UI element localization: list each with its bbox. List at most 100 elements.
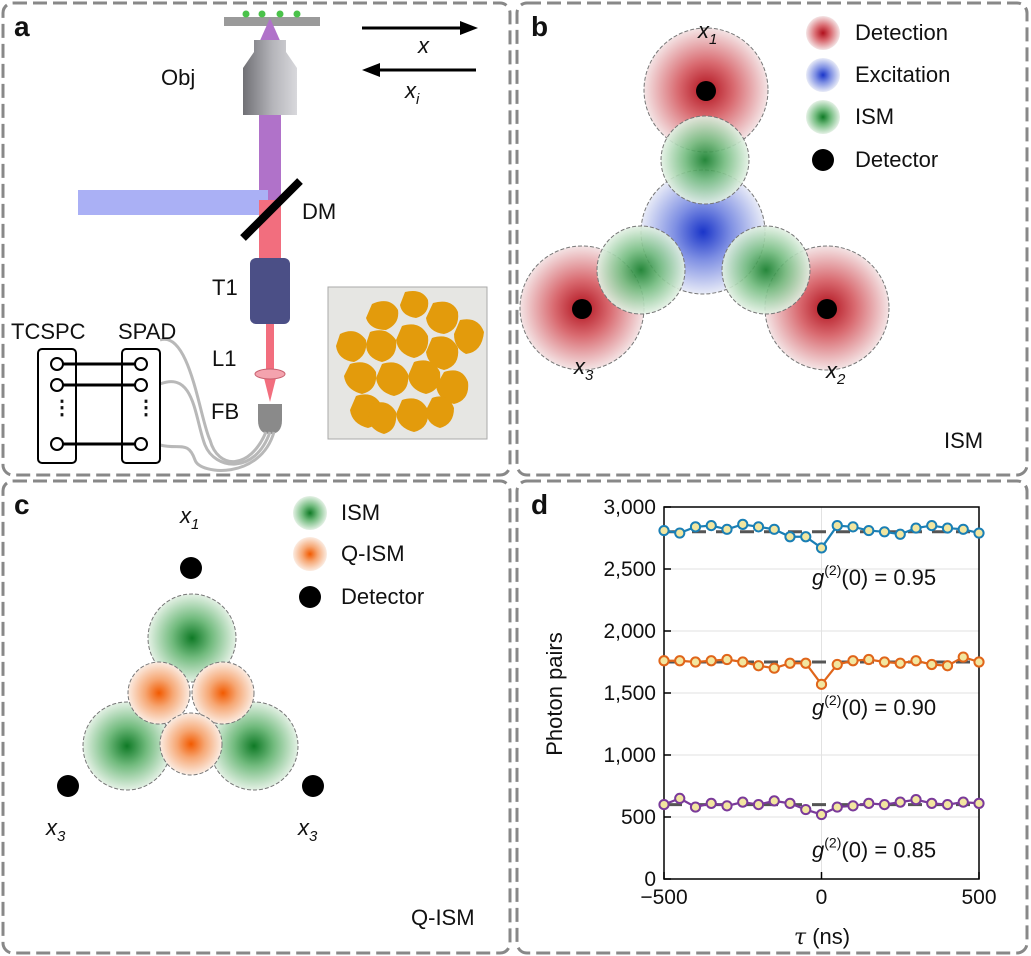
panel-b-letter: b <box>531 11 548 42</box>
objective-beam <box>259 110 281 200</box>
data-point <box>815 808 828 821</box>
x-arrow-label: x <box>417 33 430 58</box>
detector-label-x1: x1 <box>697 18 717 48</box>
data-point <box>658 524 670 537</box>
data-point <box>863 524 875 537</box>
data-point <box>831 658 843 671</box>
data-point <box>910 655 922 667</box>
data-point <box>815 542 828 554</box>
sample-dot <box>258 10 266 18</box>
y-tick-label: 500 <box>621 806 656 829</box>
q-ism-psf <box>191 661 255 725</box>
particle-cluster <box>336 291 484 434</box>
xi-arrow-label: xi <box>404 78 420 108</box>
data-point <box>910 522 922 534</box>
tcspc-channel <box>50 378 64 392</box>
panel-b-frame <box>515 1 1029 477</box>
ellipsis-dots: ⋮ <box>52 397 72 419</box>
data-point <box>705 520 717 532</box>
data-point <box>674 655 686 667</box>
legend-label-ism: ISM <box>855 104 894 129</box>
corner-label-ism: ISM <box>944 428 983 453</box>
dichroic-mirror <box>240 178 303 241</box>
y-tick-label: 1,000 <box>603 744 656 767</box>
data-point <box>674 792 686 805</box>
panel-c-frame <box>1 479 512 955</box>
data-point <box>894 528 906 540</box>
data-point <box>926 658 938 671</box>
l1-label: L1 <box>212 346 236 371</box>
data-point <box>957 523 969 535</box>
lens-l1 <box>254 368 286 380</box>
data-point <box>957 796 969 808</box>
detector-dot <box>302 775 324 797</box>
data-point <box>815 678 828 690</box>
ism-psf <box>147 593 237 683</box>
corner-label-q-ism: Q-ISM <box>411 905 475 930</box>
spad-channel <box>134 437 148 451</box>
data-point <box>941 660 954 672</box>
data-point <box>831 520 843 532</box>
y-axis-label: Photon pairs <box>542 632 567 756</box>
x-tick-label: 0 <box>816 886 828 909</box>
data-point <box>689 801 702 813</box>
data-point <box>752 660 765 672</box>
legend-swatch-detection <box>806 16 840 50</box>
sample-dot <box>242 10 250 18</box>
detector-label-x1: x1 <box>179 503 199 533</box>
ism-psf <box>596 225 686 315</box>
panel-a-letter: a <box>14 11 30 42</box>
y-tick-label: 2,500 <box>603 558 656 581</box>
panel-a-frame <box>1 1 512 477</box>
data-point <box>721 523 733 535</box>
tcspc-channel <box>50 437 64 451</box>
legend-label-detection: Detection <box>855 20 948 45</box>
data-point <box>973 527 985 539</box>
detector-label-x3-right: x3 <box>297 815 318 845</box>
data-point <box>689 521 702 533</box>
y-tick-label: 2,000 <box>603 620 656 643</box>
data-point <box>689 656 702 668</box>
detector-label-x2: x2 <box>825 358 846 388</box>
data-point <box>784 797 796 809</box>
panel-c-letter: c <box>14 489 30 520</box>
data-point <box>847 800 859 812</box>
data-point <box>658 655 670 667</box>
data-point <box>878 656 891 668</box>
detector-dot <box>57 775 79 797</box>
ism-psf <box>660 115 750 205</box>
dm-label: DM <box>302 199 336 224</box>
legend-swatch-excitation <box>806 58 840 92</box>
panel-d-frame <box>515 479 1029 955</box>
data-point <box>658 799 670 811</box>
legend-swatch-detector <box>299 586 321 608</box>
data-point <box>800 803 812 816</box>
data-point <box>674 527 686 539</box>
panel-b: b x1 x2 x3 Detection Excitation ISM Dete… <box>519 11 983 453</box>
objective-lens <box>243 40 297 115</box>
data-point <box>784 657 796 669</box>
panel-a: a Obj DM T1 L1 FB TCSPC <box>11 10 488 472</box>
ism-psf <box>721 225 811 315</box>
data-point <box>768 795 780 807</box>
legend-label-excitation: Excitation <box>855 62 950 87</box>
data-point <box>721 653 733 666</box>
legend-label-ism: ISM <box>341 500 380 525</box>
q-ism-psf <box>127 661 191 725</box>
spad-channel <box>134 357 148 371</box>
data-point <box>784 531 796 543</box>
y-tick-label: 0 <box>644 868 656 891</box>
data-point <box>894 796 906 808</box>
t1-label: T1 <box>212 275 238 300</box>
obj-label: Obj <box>161 65 195 90</box>
data-point <box>831 801 843 813</box>
data-point <box>737 796 749 808</box>
fiber <box>159 431 276 472</box>
fiber <box>159 380 272 466</box>
data-point <box>768 523 780 535</box>
emission-beam-focus <box>264 378 276 402</box>
spad-box <box>121 348 161 464</box>
data-point <box>705 655 717 667</box>
